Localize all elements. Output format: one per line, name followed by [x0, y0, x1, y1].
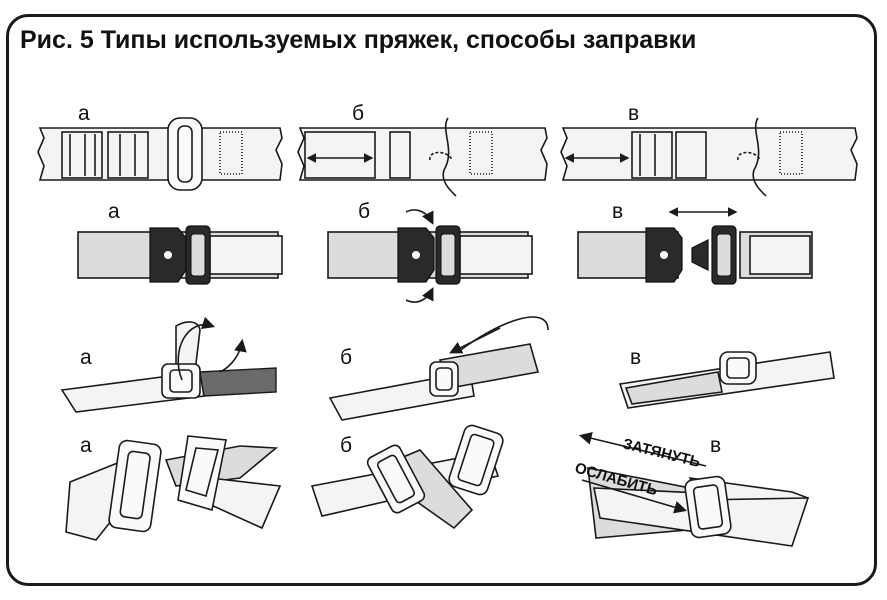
row2-illustration-a	[77, 225, 283, 285]
row3-label-b: б	[340, 346, 352, 369]
row2-illustration-b	[327, 209, 533, 303]
row3-illustration-b	[328, 316, 549, 421]
row1-illustration-b	[297, 117, 548, 197]
row3-illustration-a	[60, 316, 277, 413]
tighten-label: ЗАТЯНУТЬ	[621, 435, 702, 471]
row1-label-b: б	[352, 102, 364, 125]
row2-label-a: а	[108, 200, 120, 223]
row3-label-a: а	[80, 346, 92, 369]
row3-illustration-v	[618, 351, 835, 409]
row4-illustration-a	[65, 435, 282, 541]
row4-illustration-v	[578, 432, 810, 547]
row4-label-v: в	[710, 434, 721, 457]
row2-illustration-v	[577, 207, 813, 285]
row3-label-v: в	[630, 346, 641, 369]
row2-label-b: б	[358, 200, 370, 223]
row1-label-a: а	[78, 102, 90, 125]
row1-illustration-a	[37, 117, 283, 191]
row4-label-a: а	[80, 434, 92, 457]
row2-label-v: в	[612, 200, 623, 223]
row4-illustration-b	[310, 424, 504, 530]
figure-title: Рис. 5 Типы используемых пряжек, способы…	[20, 26, 697, 54]
row4-label-b: б	[340, 434, 352, 457]
row1-illustration-v	[560, 117, 858, 197]
row1-label-v: в	[628, 102, 639, 125]
